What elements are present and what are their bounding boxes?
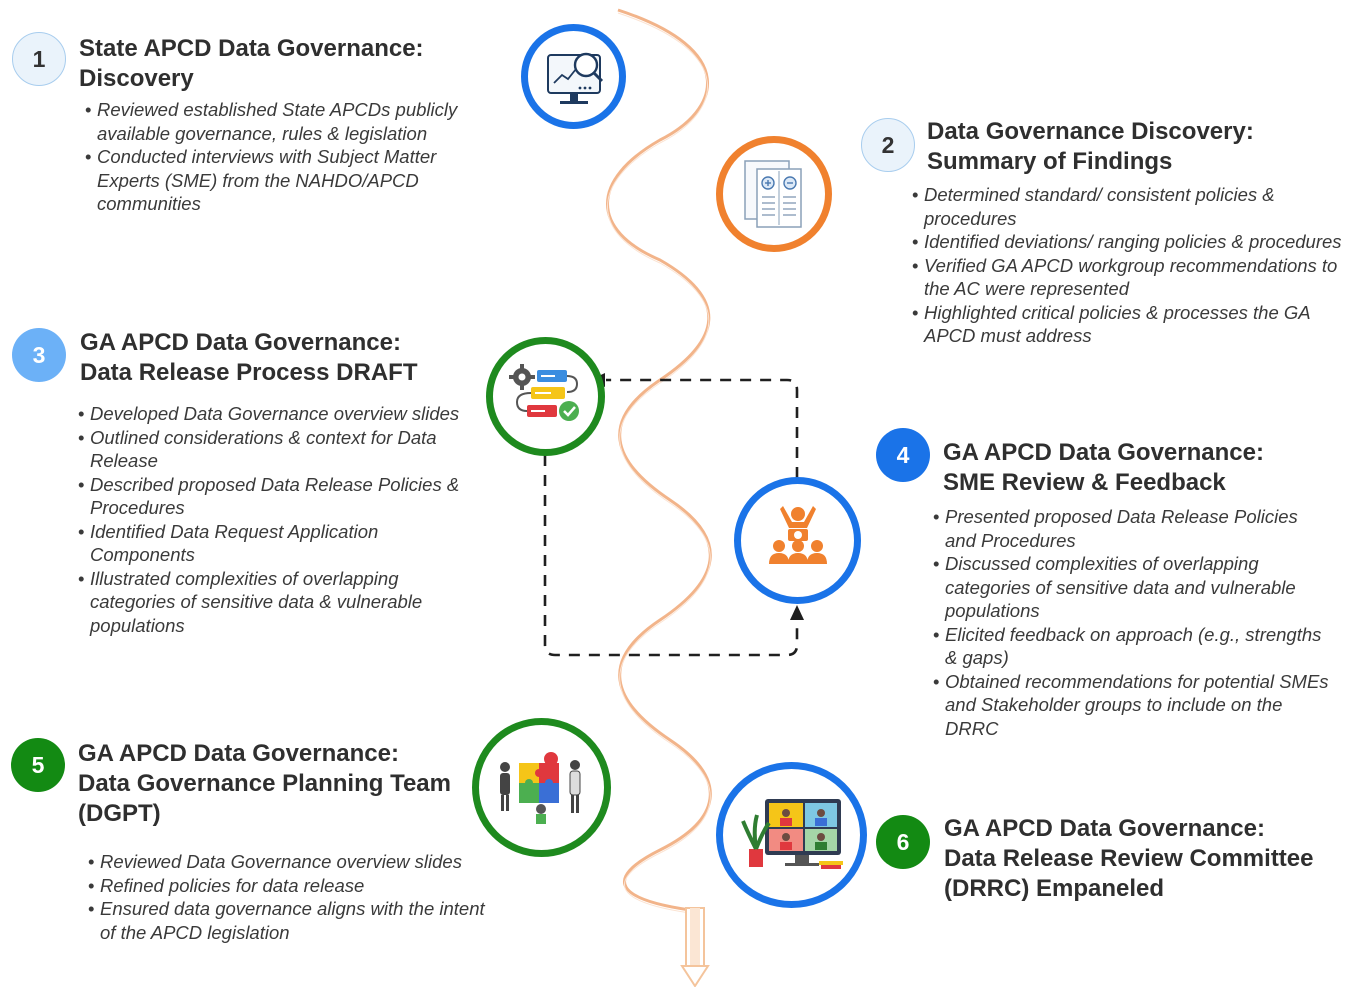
list-item: Identified deviations/ ranging policies …	[912, 230, 1342, 254]
list-item: Described proposed Data Release Policies…	[78, 473, 488, 520]
list-item: Outlined considerations & context for Da…	[78, 426, 488, 473]
step-2-number: 2	[881, 131, 895, 158]
wavy-timeline	[606, 8, 712, 912]
step-6-title: GA APCD Data Governance: Data Release Re…	[944, 815, 1314, 902]
step-3-number: 3	[32, 341, 46, 368]
step-3-title: GA APCD Data Governance: Data Release Pr…	[80, 329, 418, 386]
list-item: Developed Data Governance overview slide…	[78, 402, 488, 426]
list-item: Identified Data Request Application Comp…	[78, 520, 488, 567]
step-6-badge: 6	[876, 815, 930, 869]
analytics-monitor-icon	[521, 24, 626, 129]
list-item: Verified GA APCD workgroup recommendatio…	[912, 254, 1342, 301]
list-item: Determined standard/ consistent policies…	[912, 183, 1342, 230]
step-4-points: Presented proposed Data Release Policies…	[933, 505, 1333, 740]
step-5-badge: 5	[11, 738, 65, 792]
list-item: Presented proposed Data Release Policies…	[933, 505, 1333, 552]
documents-compare-icon	[716, 136, 832, 252]
step-6-number: 6	[896, 828, 910, 855]
step-1-badge: 1	[12, 32, 66, 86]
step-2-points: Determined standard/ consistent policies…	[912, 183, 1342, 348]
list-item: Reviewed Data Governance overview slides	[88, 850, 488, 874]
step-3-points: Developed Data Governance overview slide…	[78, 402, 488, 637]
step-2-badge: 2	[861, 118, 915, 172]
step-1-title: State APCD Data Governance: Discovery	[79, 35, 424, 92]
step-5-number: 5	[31, 751, 45, 778]
presenter-audience-icon	[734, 477, 861, 604]
step-4-title: GA APCD Data Governance: SME Review & Fe…	[943, 439, 1264, 496]
list-item: Elicited feedback on approach (e.g., str…	[933, 623, 1333, 670]
step-5-title: GA APCD Data Governance: Data Governance…	[78, 740, 451, 827]
list-item: Illustrated complexities of overlapping …	[78, 567, 488, 638]
step-2-title: Data Governance Discovery: Summary of Fi…	[927, 118, 1254, 175]
step-5-points: Reviewed Data Governance overview slides…	[88, 850, 488, 944]
process-flow-icon	[486, 337, 605, 456]
down-arrow	[680, 907, 710, 987]
list-item: Conducted interviews with Subject Matter…	[85, 145, 465, 216]
step-1-number: 1	[32, 45, 46, 72]
step-4-badge: 4	[876, 428, 930, 482]
step-3-badge: 3	[12, 328, 66, 382]
list-item: Refined policies for data release	[88, 874, 488, 898]
list-item: Reviewed established State APCDs publicl…	[85, 98, 465, 145]
list-item: Discussed complexities of overlapping ca…	[933, 552, 1333, 623]
puzzle-team-icon	[472, 718, 611, 857]
list-item: Highlighted critical policies & processe…	[912, 301, 1342, 348]
list-item: Ensured data governance aligns with the …	[88, 897, 488, 944]
step-4-number: 4	[896, 441, 910, 468]
step-1-points: Reviewed established State APCDs publicl…	[85, 98, 465, 216]
list-item: Obtained recommendations for potential S…	[933, 670, 1333, 741]
feedback-loop-arrow	[543, 455, 799, 657]
video-meeting-icon	[716, 762, 867, 908]
